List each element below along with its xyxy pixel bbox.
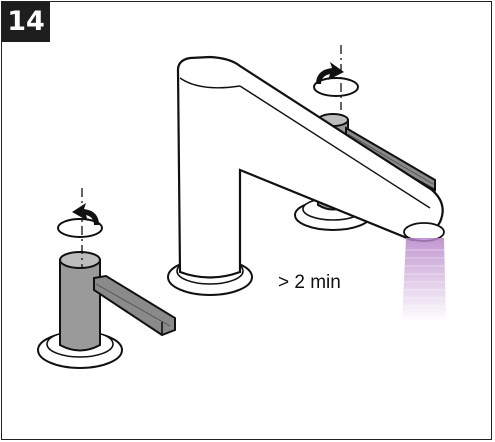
- faucet-spout: [176, 55, 445, 279]
- rotate-handle-icon-left: [57, 188, 103, 268]
- rotate-handle-icon-right: [313, 45, 359, 110]
- duration-label: > 2 min: [278, 272, 341, 293]
- left-valve-handle: [59, 251, 176, 352]
- water-flow: [402, 238, 446, 322]
- step-number-badge: 14: [2, 2, 50, 42]
